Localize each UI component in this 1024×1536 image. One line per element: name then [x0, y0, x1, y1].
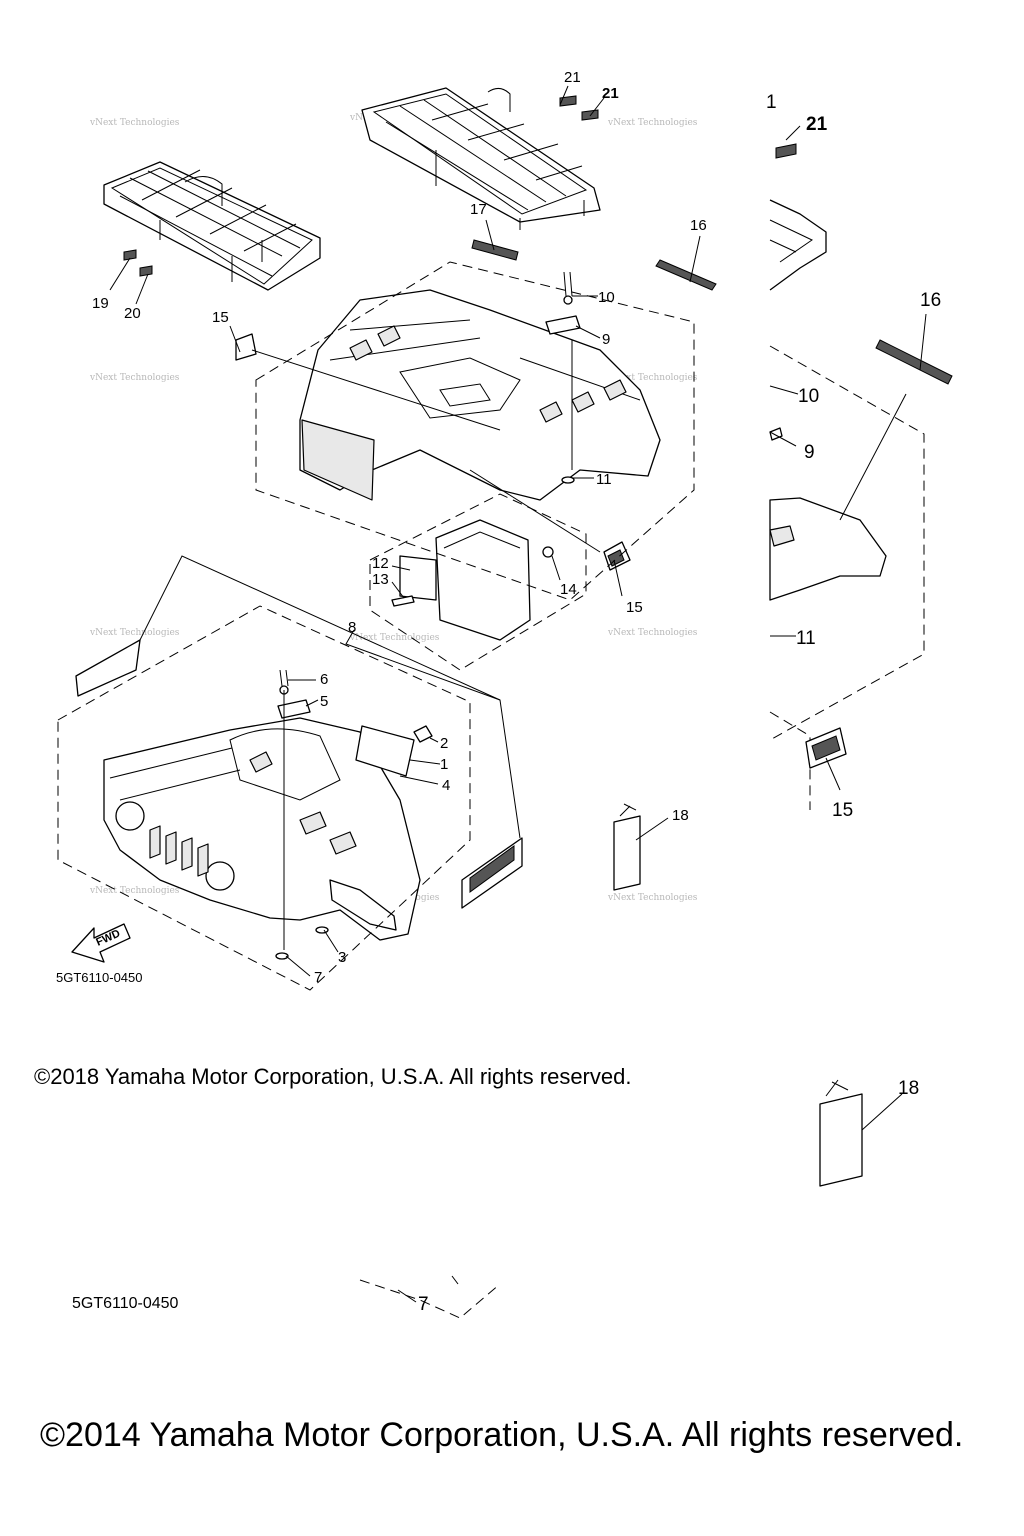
callout-16: 16 [690, 217, 707, 234]
callout-3: 3 [338, 949, 346, 966]
callout-overlay-1: 1 [766, 92, 777, 113]
leader-lines [109, 85, 701, 977]
watermark: vNext Technologies [89, 373, 180, 383]
callout-15-right: 15 [626, 599, 643, 616]
callout-11: 11 [596, 471, 612, 488]
decals [123, 95, 717, 571]
front-side-decal [75, 639, 523, 909]
watermark: vNext Technologies [607, 118, 698, 128]
watermark: vNext Technologies [607, 893, 698, 903]
callout-14: 14 [560, 581, 577, 598]
rear-fender [299, 289, 661, 501]
callout-overlay-9: 9 [804, 442, 815, 463]
callout-overlay-21: 21 [806, 114, 828, 135]
callout-12: 12 [372, 555, 389, 572]
callout-13: 13 [372, 571, 389, 588]
callout-6: 6 [320, 671, 328, 688]
callout-15-left: 15 [212, 309, 229, 326]
overlay-layer [397, 125, 953, 1303]
label-tag-main [613, 803, 641, 891]
rear-inner-panel [391, 519, 554, 641]
watermark: vNext Technologies [89, 118, 180, 128]
copyright-notice-2014: ©2014 Yamaha Motor Corporation, U.S.A. A… [40, 1416, 964, 1454]
callout-overlay-10: 10 [798, 386, 819, 407]
callout-19: 19 [92, 295, 109, 312]
watermark: vNext Technologies [89, 628, 180, 638]
callout-21-b: 21 [602, 85, 619, 102]
callout-20: 20 [124, 305, 141, 322]
front-carrier-rack [103, 161, 321, 291]
copyright-notice-2018: ©2018 Yamaha Motor Corporation, U.S.A. A… [34, 1064, 632, 1089]
callout-5: 5 [320, 693, 328, 710]
callouts-overlay: 1 21 16 10 9 11 15 18 7 [418, 92, 941, 1315]
callout-1: 1 [440, 756, 448, 773]
callout-overlay-7: 7 [418, 1294, 429, 1315]
callout-7: 7 [314, 969, 322, 986]
watermark: vNext Technologies [607, 628, 698, 638]
fwd-arrow: FWD [71, 923, 131, 963]
callouts-main: 1 2 3 4 5 6 7 8 9 10 11 12 13 14 15 15 1… [92, 69, 707, 986]
callout-17: 17 [470, 201, 487, 218]
callout-9: 9 [602, 331, 610, 348]
rear-carrier-rack [361, 87, 601, 230]
watermark: vNext Technologies [607, 373, 698, 383]
diagram-code-overlay: 5GT6110-0450 [72, 1295, 179, 1312]
assembly-boundaries [57, 261, 925, 1319]
front-fender [103, 717, 421, 941]
fasteners [275, 271, 581, 960]
diagram-code: 5GT6110-0450 [56, 970, 143, 985]
callout-2: 2 [440, 735, 448, 752]
watermark: vNext Technologies [89, 886, 180, 896]
callout-18: 18 [672, 807, 689, 824]
callout-overlay-15: 15 [832, 800, 853, 821]
callout-10: 10 [598, 289, 615, 306]
callout-21-a: 21 [564, 69, 581, 86]
watermark: vNext Technologies [349, 633, 440, 643]
callout-overlay-16: 16 [920, 290, 941, 311]
callout-4: 4 [442, 777, 450, 794]
callout-8: 8 [348, 619, 356, 636]
callout-overlay-11: 11 [796, 628, 816, 649]
callout-overlay-18: 18 [898, 1078, 919, 1099]
